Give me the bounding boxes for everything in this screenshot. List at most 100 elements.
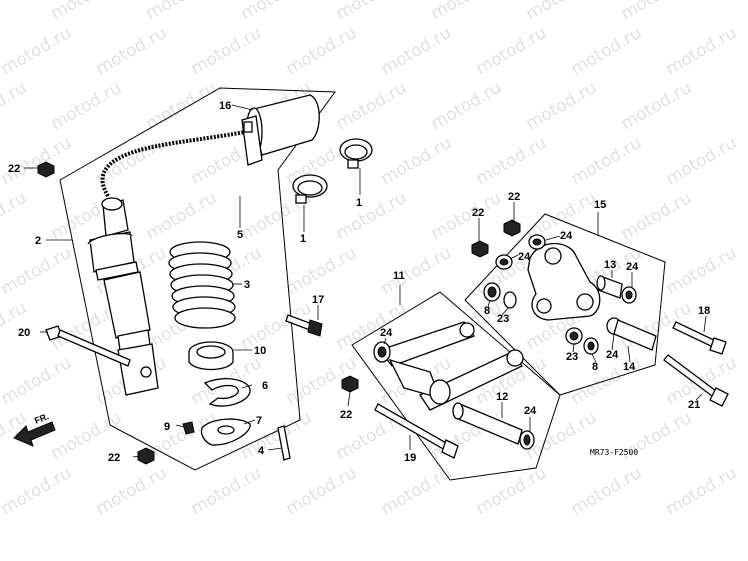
- bearing-right[interactable]: [583, 337, 599, 355]
- callout-11: 11: [393, 270, 405, 282]
- callout-24-arm-right: 24: [626, 261, 639, 273]
- seal-arm-mid[interactable]: [495, 254, 513, 270]
- watermark-text: motod.ru: [188, 23, 266, 79]
- nut-linkage[interactable]: [341, 375, 359, 393]
- callout-23-left: 23: [497, 313, 509, 325]
- bolt-18[interactable]: [672, 321, 727, 355]
- seal-right[interactable]: [565, 327, 583, 345]
- callout-8-left: 8: [484, 305, 490, 317]
- watermark-text: motod.ru: [93, 23, 171, 79]
- callout-24-linkage-right: 24: [524, 405, 537, 417]
- watermark-text: motod.ru: [618, 0, 696, 24]
- callout-24-arm-top: 24: [560, 230, 573, 242]
- callout-21: 21: [688, 399, 700, 411]
- watermark-text: motod.ru: [568, 133, 646, 189]
- callout-24-arm-mid: 24: [518, 251, 531, 263]
- watermark-text: motod.ru: [428, 0, 506, 24]
- nut-arm-right[interactable]: [503, 219, 521, 237]
- watermark-text: motod.ru: [143, 0, 221, 24]
- bearing-left[interactable]: [483, 282, 501, 302]
- arm-group-frame: [464, 213, 666, 396]
- callout-22-shock-top: 22: [8, 163, 20, 175]
- callout-22-arm-left: 22: [472, 207, 484, 219]
- seal-arm-right[interactable]: [621, 286, 637, 304]
- callout-22-arm-right: 22: [508, 191, 520, 203]
- watermark-text: motod.ru: [0, 133, 75, 189]
- lower-stopper[interactable]: [200, 418, 251, 446]
- watermark-text: motod.ru: [473, 23, 551, 79]
- watermark-text: motod.ru: [0, 463, 75, 519]
- callout-5: 5: [237, 229, 243, 241]
- watermark-text: motod.ru: [663, 243, 741, 299]
- bolt-21[interactable]: [663, 354, 729, 407]
- watermark-text: motod.ru: [378, 23, 456, 79]
- shock-absorber[interactable]: [87, 197, 159, 396]
- callout-10: 10: [254, 345, 266, 357]
- watermark-text: motod.ru: [188, 463, 266, 519]
- pipe-collar[interactable]: [452, 402, 523, 445]
- watermark-text: motod.ru: [0, 0, 30, 24]
- reservoir-hose: [100, 130, 246, 198]
- watermark-text: motod.ru: [0, 353, 75, 409]
- watermark-text: motod.ru: [473, 133, 551, 189]
- callout-6: 6: [262, 380, 268, 392]
- watermark-text: motod.ru: [93, 463, 171, 519]
- collar-linkage-left[interactable]: [373, 341, 391, 363]
- linkage-plate[interactable]: [378, 321, 524, 411]
- callout-labels: 16 1 1 22 2 5 3 10 6 7 9 4 20 22 17 11 2…: [8, 100, 710, 464]
- watermark-text: motod.ru: [0, 78, 30, 134]
- reservoir-tank[interactable]: [241, 94, 320, 166]
- watermark-text: motod.ru: [663, 23, 741, 79]
- hose-clamp-lower[interactable]: [292, 174, 328, 204]
- watermark-text: motod.ru: [663, 463, 741, 519]
- callout-16: 16: [219, 100, 231, 112]
- watermark-text: motod.ru: [428, 78, 506, 134]
- collar-linkage-right[interactable]: [519, 430, 535, 450]
- callout-14: 14: [623, 361, 636, 373]
- watermark-text: motod.ru: [0, 243, 75, 299]
- nut-arm-left[interactable]: [471, 240, 489, 258]
- watermark-text: motod.ru: [618, 78, 696, 134]
- watermark-text: motod.ru: [48, 78, 126, 134]
- watermark-text: motod.ru: [333, 78, 411, 134]
- linkage-group-frame: [351, 291, 561, 481]
- watermark-text: motod.ru: [333, 0, 411, 24]
- watermark-text: motod.ru: [48, 0, 126, 24]
- collar-13[interactable]: [596, 275, 623, 299]
- callout-18: 18: [698, 305, 710, 317]
- stopper-plate[interactable]: [203, 378, 251, 407]
- pin[interactable]: [277, 425, 291, 461]
- callout-23-right: 23: [566, 351, 578, 363]
- bolt-20[interactable]: [45, 325, 131, 367]
- watermark-text: motod.ru: [0, 188, 30, 244]
- watermark-text: motod.ru: [568, 463, 646, 519]
- callout-19: 19: [404, 452, 416, 464]
- watermark-text: motod.ru: [333, 188, 411, 244]
- watermark-text: motod.ru: [523, 0, 601, 24]
- shock-spring[interactable]: [168, 241, 236, 329]
- spring-seat[interactable]: [188, 341, 234, 371]
- nut-lower-left[interactable]: [137, 447, 155, 465]
- shock-arm[interactable]: [527, 243, 601, 321]
- callout-3: 3: [244, 279, 250, 291]
- watermark-text: motod.ru: [428, 188, 506, 244]
- seal-left[interactable]: [503, 291, 517, 309]
- bolt-19[interactable]: [374, 403, 459, 459]
- hose-clamp-upper[interactable]: [339, 138, 373, 169]
- watermark-text: motod.ru: [283, 243, 361, 299]
- watermark-text: motod.ru: [523, 78, 601, 134]
- shock-group-frame: [59, 87, 336, 471]
- small-bolt[interactable]: [182, 421, 195, 435]
- bolt-17[interactable]: [285, 314, 323, 337]
- watermark-text: motod.ru: [378, 243, 456, 299]
- callout-24-arm-lower: 24: [606, 349, 619, 361]
- callout-20: 20: [18, 327, 30, 339]
- seal-arm-top[interactable]: [528, 234, 546, 250]
- callout-24-linkage-left: 24: [380, 327, 393, 339]
- nut-upper-left[interactable]: [37, 161, 55, 178]
- callout-2: 2: [35, 235, 41, 247]
- watermark-text: motod.ru: [238, 408, 316, 464]
- front-direction-arrow-icon: [13, 421, 56, 447]
- watermark-text: motod.ru: [568, 23, 646, 79]
